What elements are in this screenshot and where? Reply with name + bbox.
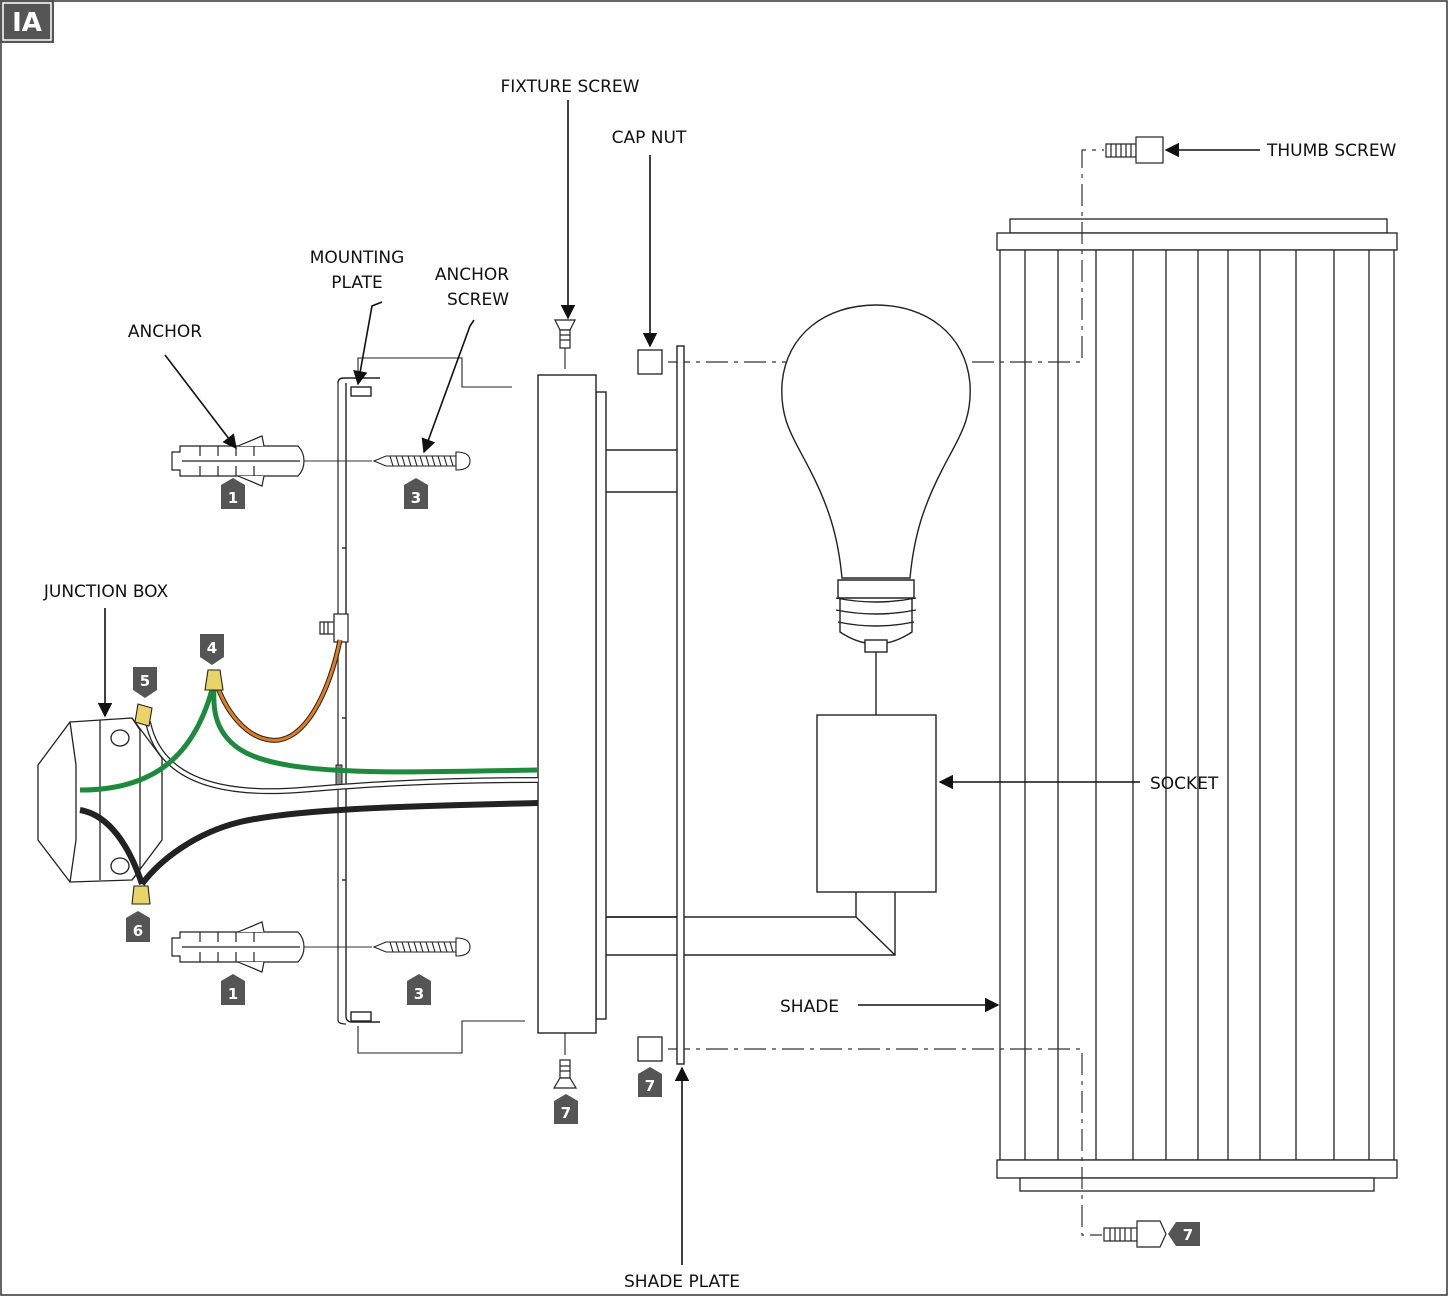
figure-label: IA [12, 8, 42, 38]
fixture-screw-bottom [552, 1059, 578, 1089]
tag-fixture-screw-bottom: 7 [554, 1094, 578, 1124]
mounting-plate [337, 357, 525, 1054]
shade-plate [676, 345, 685, 1065]
svg-text:4: 4 [207, 639, 217, 657]
thumb-screw-top [1105, 136, 1164, 164]
ground-screw [319, 613, 349, 643]
label-junction-box: JUNCTION BOX [43, 582, 169, 602]
svg-text:1: 1 [228, 985, 238, 1003]
light-bulb [781, 304, 971, 716]
label-mounting-plate-line2: PLATE [331, 273, 383, 293]
label-cap-nut: CAP NUT [612, 128, 687, 148]
tag-white-nut: 5 [133, 667, 157, 698]
label-mounting-plate-line1: MOUNTING [310, 248, 405, 268]
tag-anchor-top: 1 [221, 478, 245, 509]
junction-box [37, 717, 163, 883]
thumb-screw-bottom [1103, 1220, 1167, 1248]
label-fixture-screw: FIXTURE SCREW [501, 77, 640, 97]
shade [996, 218, 1398, 1192]
label-socket: SOCKET [1150, 774, 1219, 794]
wires [79, 639, 539, 886]
label-shade: SHADE [780, 997, 839, 1017]
tag-ground-nut: 4 [200, 634, 224, 665]
svg-text:1: 1 [228, 489, 238, 507]
canopy [537, 374, 678, 1034]
label-anchor: ANCHOR [128, 322, 202, 342]
socket [601, 714, 937, 956]
svg-text:7: 7 [1183, 1226, 1193, 1244]
tag-screw-bottom: 3 [407, 974, 431, 1005]
wire-nut-white [134, 703, 153, 727]
svg-text:7: 7 [561, 1104, 571, 1122]
tag-thumb-screw-bottom: 7 [1168, 1222, 1200, 1246]
svg-text:3: 3 [414, 985, 424, 1003]
cap-nut-top [637, 349, 663, 375]
fixture-screw-top [554, 319, 576, 349]
tag-cap-nut-bottom: 7 [638, 1067, 662, 1097]
label-anchor-screw-line1: ANCHOR [435, 265, 509, 285]
label-shade-plate: SHADE PLATE [624, 1272, 740, 1292]
wire-nut-ground [204, 669, 224, 691]
tag-black-nut: 6 [126, 911, 150, 942]
tag-screw-top: 3 [404, 478, 428, 509]
anchor-screw-top [372, 451, 471, 471]
anchor-top [171, 435, 305, 487]
figure-badge: IA [0, 0, 54, 43]
svg-text:3: 3 [411, 489, 421, 507]
wire-nut-black [131, 885, 151, 905]
tag-anchor-bottom: 1 [221, 974, 245, 1005]
label-anchor-screw-line2: SCREW [447, 290, 509, 310]
cap-nut-bottom [637, 1036, 663, 1062]
svg-text:6: 6 [133, 922, 143, 940]
anchor-bottom [171, 921, 305, 973]
svg-text:5: 5 [140, 672, 150, 690]
anchor-screw-bottom [372, 937, 471, 957]
leader-arrows [97, 100, 1260, 1265]
svg-text:7: 7 [645, 1077, 655, 1095]
label-thumb-screw: THUMB SCREW [1266, 141, 1397, 161]
